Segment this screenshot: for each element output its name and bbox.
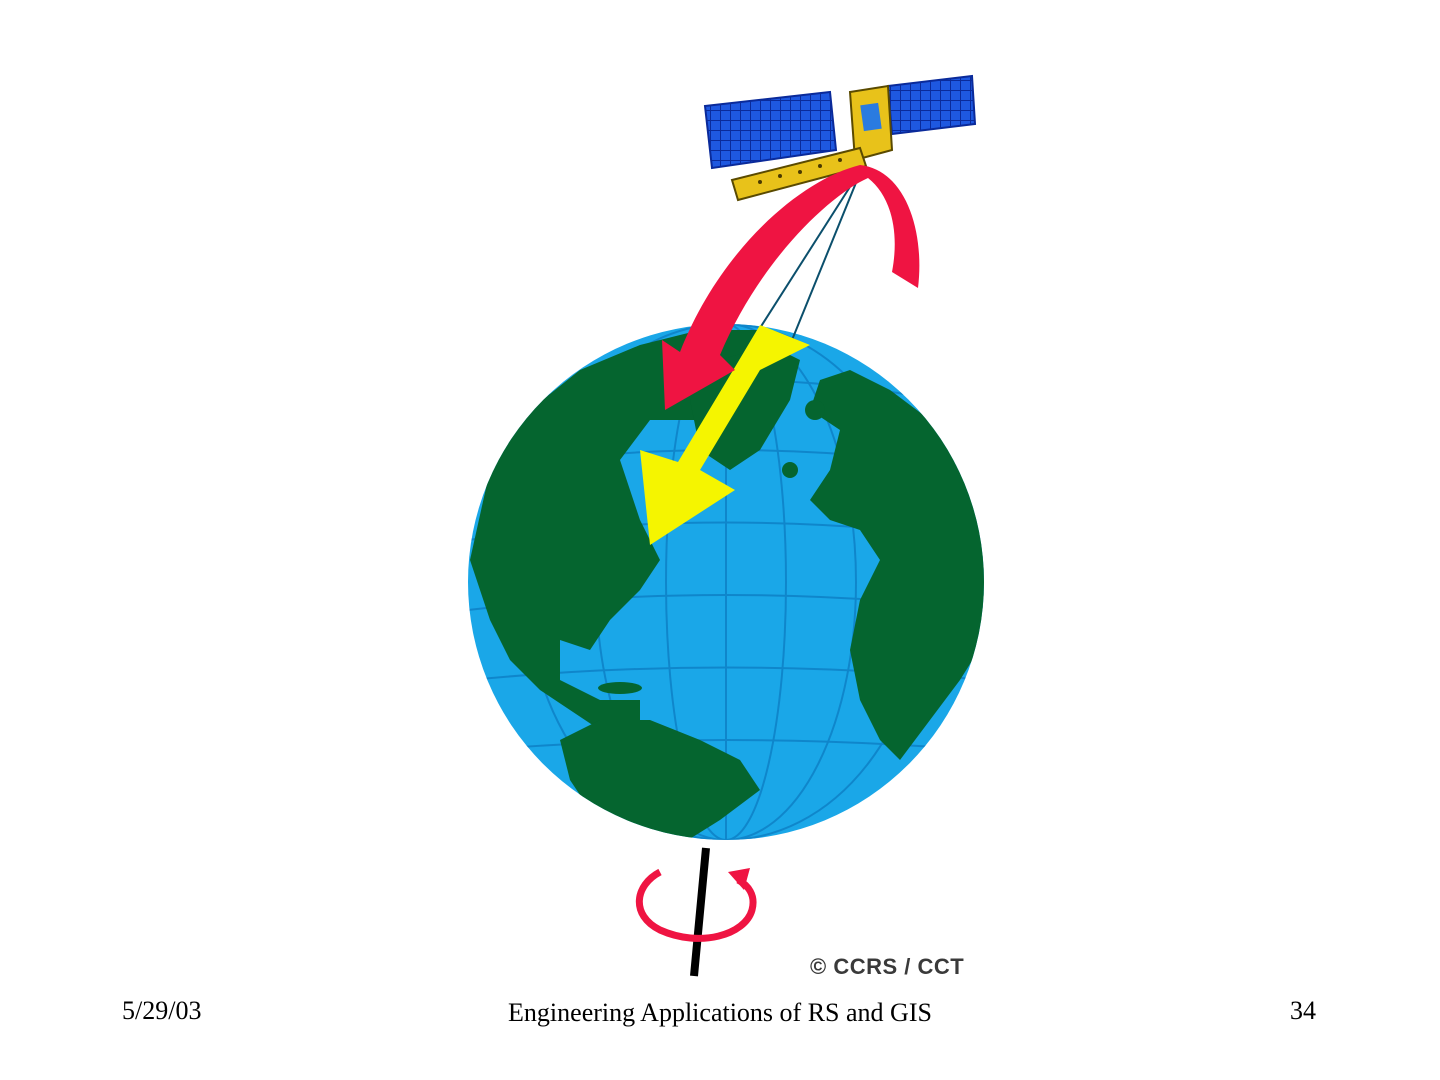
- globe-icon: [468, 324, 984, 840]
- remote-sensing-diagram: [468, 74, 984, 977]
- rotation-arrow-icon: [635, 868, 757, 942]
- copyright-credit: © CCRS / CCT: [810, 954, 965, 979]
- footer-date: 5/29/03: [122, 996, 202, 1025]
- footer-title: Engineering Applications of RS and GIS: [508, 998, 932, 1027]
- orbit-arrow: [662, 165, 920, 410]
- sensor-beam: [759, 167, 863, 341]
- swath-arrow: [640, 325, 810, 545]
- rotation-axis: [690, 847, 710, 977]
- page-number: 34: [1290, 996, 1316, 1025]
- satellite-icon: [703, 74, 977, 202]
